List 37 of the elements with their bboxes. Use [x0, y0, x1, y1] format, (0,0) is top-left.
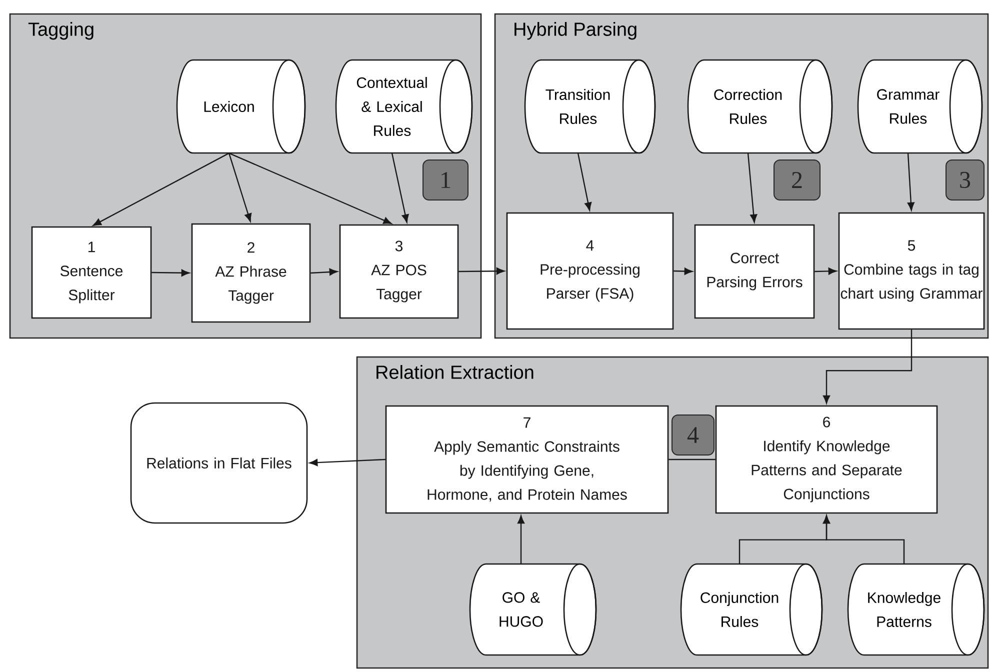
- arrow: [152, 269, 190, 276]
- process-box: 7 Apply Semantic Constraints by Identifying Gene, Hormone, and Protein Names: [385, 405, 669, 514]
- arrow: [577, 153, 592, 211]
- data-store-cylinder: Knowledge Patterns: [847, 563, 985, 656]
- process-box: 3 AZ POS Tagger: [339, 224, 459, 319]
- data-store-cylinder: Contextual & Lexical Rules: [335, 59, 473, 154]
- data-store-cylinder: Correction Rules: [687, 59, 833, 154]
- arrow: [391, 153, 409, 223]
- process-box: 6 Identify Knowledge Patterns and Separate Conjunctions: [715, 405, 938, 514]
- arrow: [823, 330, 912, 404]
- arrow: [228, 152, 392, 224]
- arrow: [747, 153, 758, 223]
- data-store-cylinder: Transition Rules: [524, 59, 656, 154]
- arrow: [309, 458, 386, 466]
- step-badge: 4: [672, 414, 714, 456]
- process-box: 2 AZ Phrase Tagger: [191, 223, 311, 323]
- process-box: 5 Combine tags in tag chart using Grammar: [838, 212, 985, 330]
- arrow: [907, 153, 914, 211]
- arrow: [228, 153, 252, 222]
- step-badge: 3: [946, 160, 984, 200]
- process-box: Correct Parsing Errors: [694, 224, 815, 319]
- data-store-cylinder: Conjunction Rules: [680, 563, 823, 656]
- step-badge: 2: [774, 160, 820, 200]
- arrow: [458, 268, 505, 275]
- arrow: [814, 268, 837, 275]
- data-store-cylinder: Lexicon: [176, 59, 306, 154]
- data-store-cylinder: GO & HUGO: [469, 563, 597, 656]
- data-store-cylinder: Grammar Rules: [857, 59, 983, 154]
- output-box: Relations in Flat Files: [130, 402, 308, 524]
- step-badge: 1: [422, 160, 468, 200]
- process-box: 4 Pre-processing Parser (FSA): [506, 212, 674, 330]
- arrow: [518, 515, 525, 564]
- arrow: [674, 268, 693, 275]
- arrow: [92, 152, 230, 226]
- arrow: [823, 515, 905, 564]
- arrow: [310, 268, 338, 276]
- process-box: 1 Sentence Splitter: [31, 226, 152, 319]
